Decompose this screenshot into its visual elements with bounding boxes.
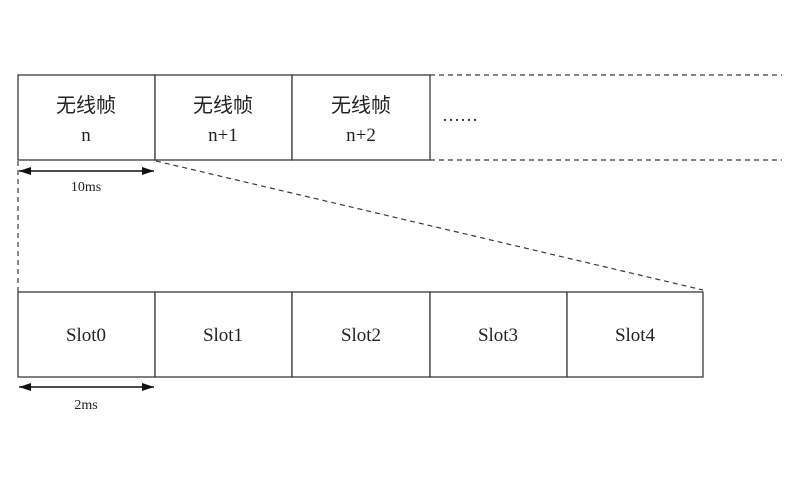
frame-index: n+1 <box>208 125 238 146</box>
slot-row: Slot0 Slot1 Slot2 Slot3 Slot4 <box>17 291 704 378</box>
frame-index: n+2 <box>346 125 376 146</box>
frame-index: n <box>81 125 91 146</box>
frame-title: 无线帧 <box>193 94 253 117</box>
slot-box-2: Slot2 <box>291 291 431 378</box>
slot-label: Slot4 <box>615 325 656 346</box>
slot-label: Slot3 <box>478 325 518 346</box>
slot-duration-label: 2ms <box>74 398 97 413</box>
slot-label: Slot0 <box>66 325 106 346</box>
frame-box-n: 无线帧 n <box>17 74 156 161</box>
slot-box-0: Slot0 <box>17 291 156 378</box>
frame-continuation-ellipsis: …… <box>442 105 478 125</box>
slot-box-3: Slot3 <box>429 291 568 378</box>
slot-duration-indicator: 2ms <box>19 383 154 413</box>
frame-box-n-plus-2: 无线帧 n+2 <box>291 74 431 161</box>
frame-box-n-plus-1: 无线帧 n+1 <box>154 74 293 161</box>
slot-box-1: Slot1 <box>154 291 293 378</box>
slot-label: Slot1 <box>203 325 243 346</box>
frame-duration-label: 10ms <box>71 180 101 195</box>
slot-label: Slot2 <box>341 325 381 346</box>
frame-row: 无线帧 n 无线帧 n+1 无线帧 n+2 …… <box>17 74 782 161</box>
frame-title: 无线帧 <box>331 94 391 117</box>
zoom-right-line <box>155 160 704 291</box>
frame-duration-indicator: 10ms <box>19 167 154 195</box>
frame-title: 无线帧 <box>56 94 116 117</box>
slot-box-4: Slot4 <box>566 291 704 378</box>
